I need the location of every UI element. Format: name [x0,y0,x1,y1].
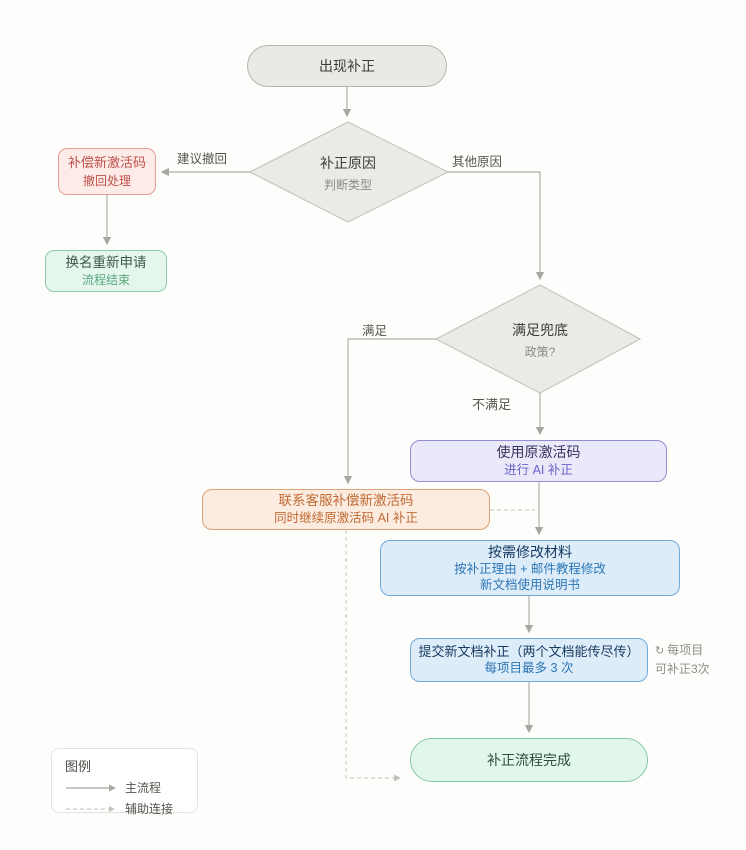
node-use-original-code-title: 使用原激活码 [496,444,581,461]
node-modify-materials-line3: 新文档使用说明书 [479,578,580,593]
repeat-note-text1: 每项目 [667,643,704,657]
node-complete: 补正流程完成 [410,738,648,782]
refresh-icon: ↻ [655,645,665,657]
repeat-note-line1: ↻每项目 [655,641,710,660]
node-start-label: 出现补正 [319,57,375,74]
node-rename-reapply-subtitle: 流程结束 [81,273,130,288]
edge-label-satisfied: 满足 [362,324,388,338]
decision-fallback-subtitle: 政策? [524,345,556,359]
decision-reason-subtitle: 判断类型 [323,178,372,192]
solid-arrow-icon [66,784,116,791]
node-modify-materials: 按需修改材料 按补正理由 + 邮件教程修改 新文档使用说明书 [380,540,680,596]
node-submit-documents: 提交新文档补正（两个文档能传尽传） 每项目最多 3 次 [410,638,648,682]
node-use-original-code: 使用原激活码 进行 AI 补正 [410,440,667,482]
decision-reason: 补正原因 判断类型 [268,146,428,200]
node-contact-support-subtitle: 同时继续原激活码 AI 补正 [274,511,418,526]
legend-row-aux-link: 辅助连接 [65,800,197,817]
repeat-note-line2: 可补正3次 [655,661,710,676]
node-contact-support: 联系客服补偿新激活码 同时继续原激活码 AI 补正 [202,489,490,530]
edge-label-not-satisfied: 不满足 [472,397,512,412]
node-submit-documents-subtitle: 每项目最多 3 次 [484,661,574,676]
node-compensate-code-subtitle: 撤回处理 [82,173,131,188]
edge-label-other-reasons: 其他原因 [452,155,503,169]
node-use-original-code-subtitle: 进行 AI 补正 [504,463,573,477]
node-compensate-code: 补偿新激活码 撤回处理 [58,148,156,195]
edge-reason-to-fallback [448,171,545,281]
node-contact-support-title: 联系客服补偿新激活码 [278,492,414,508]
dashed-arrow-icon [66,805,115,812]
decision-fallback: 满足兜底 政策? [470,313,610,367]
node-modify-materials-title: 按需修改材料 [488,543,572,560]
legend-row-main-flow: 主流程 [65,779,197,796]
decision-fallback-title: 满足兜底 [512,322,568,338]
node-rename-reapply: 换名重新申请 流程结束 [45,250,167,292]
edge-label-suggest-withdraw: 建议撤回 [177,152,228,166]
legend-aux-link-label: 辅助连接 [125,802,174,816]
node-complete-label: 补正流程完成 [487,751,571,768]
node-modify-materials-line2: 按补正理由 + 邮件教程修改 [454,561,606,576]
node-rename-reapply-title: 换名重新申请 [65,254,147,270]
node-compensate-code-title: 补偿新激活码 [67,155,146,171]
repeat-note: ↻每项目 可补正3次 [655,641,710,678]
legend: 图例 主流程 辅助连接 [51,748,198,816]
node-start: 出现补正 [247,45,447,87]
legend-main-flow-label: 主流程 [125,781,162,795]
node-submit-documents-title: 提交新文档补正（两个文档能传尽传） [418,643,640,659]
decision-reason-title: 补正原因 [320,155,376,171]
legend-title: 图例 [65,759,92,774]
